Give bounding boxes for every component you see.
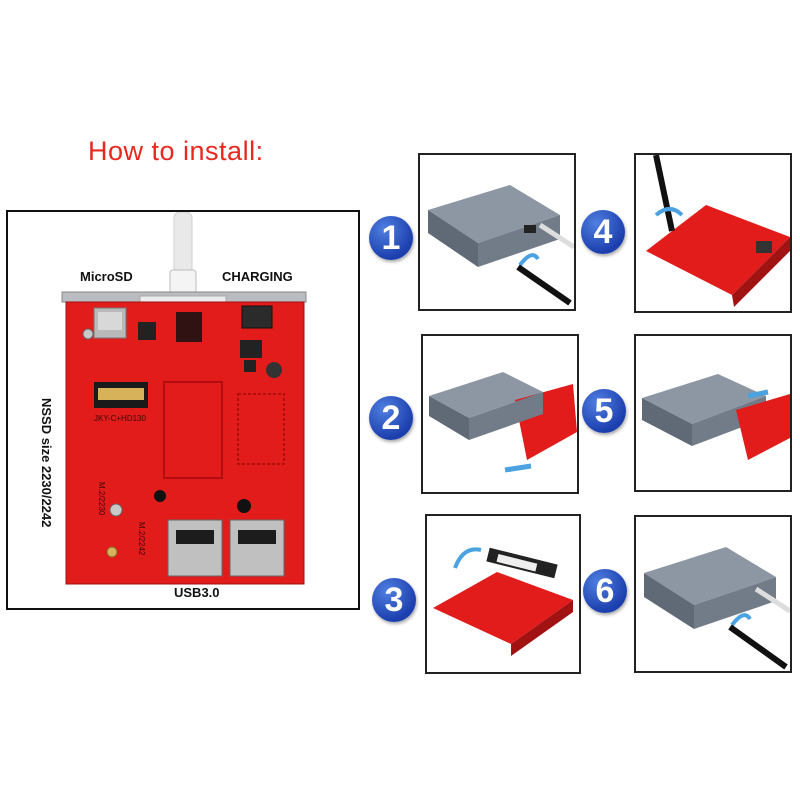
pcb-board-illustration — [61, 212, 307, 585]
step-badge-6: 6 — [583, 569, 627, 613]
step-badge-3: 3 — [372, 578, 416, 622]
silk-m2-2242: M.2/2242 — [137, 522, 146, 556]
step-badge-4: 4 — [581, 210, 625, 254]
step-badge-5: 5 — [582, 389, 626, 433]
label-usb: USB3.0 — [174, 585, 220, 600]
step-3-image — [425, 514, 581, 674]
page-title: How to install: — [88, 136, 264, 166]
step-2-image — [421, 334, 579, 494]
silk-jky: JKY-C+HD130 — [94, 414, 146, 423]
step-badge-2: 2 — [369, 396, 413, 440]
step-4-image — [634, 153, 792, 313]
label-nssd-size: NSSD size 2230/2242 — [39, 398, 54, 528]
step-badge-1: 1 — [369, 216, 413, 260]
label-microsd: MicroSD — [80, 269, 133, 284]
silk-m2-2230: M.2/2230 — [97, 482, 106, 516]
step-5-image — [634, 334, 792, 492]
label-charging: CHARGING — [222, 269, 293, 284]
pcb-overview-frame: MicroSD CHARGING USB3.0 NSSD size 2230/2… — [6, 210, 360, 610]
step-1-image — [418, 153, 576, 311]
step-6-image — [634, 515, 792, 673]
